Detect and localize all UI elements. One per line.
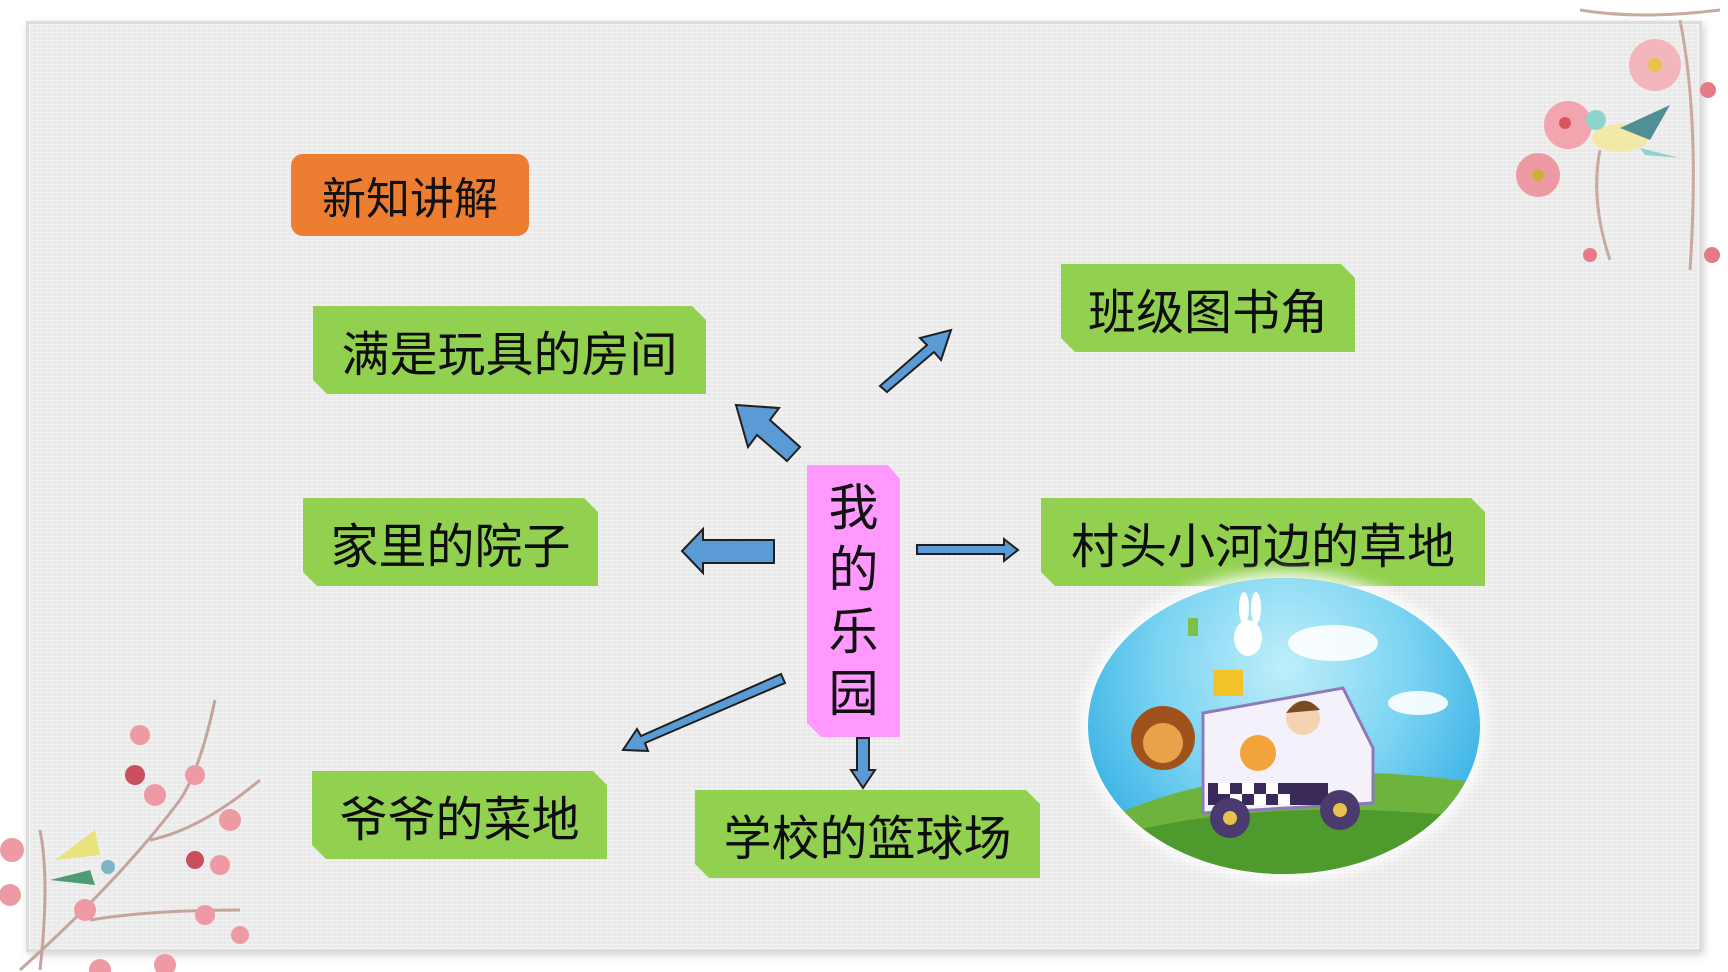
arrow-lower-left-icon bbox=[621, 672, 787, 753]
arrow-right-icon bbox=[916, 536, 1020, 564]
arrow-upper-right-icon bbox=[878, 328, 953, 394]
center-topic: 我 的 乐 园 bbox=[807, 465, 900, 737]
branch-school-basketball-court: 学校的篮球场 bbox=[695, 790, 1040, 878]
arrow-down-icon bbox=[849, 737, 877, 790]
branch-grandpa-vegetable-garden: 爷爷的菜地 bbox=[312, 771, 607, 859]
arrow-upper-left-icon bbox=[734, 403, 802, 463]
cartoon-car-illustration bbox=[1088, 578, 1480, 874]
branch-class-book-corner: 班级图书角 bbox=[1061, 264, 1355, 352]
branch-toy-room: 满是玩具的房间 bbox=[313, 306, 706, 394]
branch-home-yard: 家里的院子 bbox=[303, 498, 598, 586]
blossom-branch-top-right-icon bbox=[1516, 8, 1721, 271]
section-tag-label: 新知讲解 bbox=[322, 174, 498, 225]
branch-riverside-grass: 村头小河边的草地 bbox=[1041, 498, 1485, 586]
arrow-left-icon bbox=[680, 526, 775, 576]
blossom-branch-bottom-left-icon bbox=[0, 699, 261, 972]
section-tag: 新知讲解 bbox=[291, 154, 529, 236]
cartoon-car-icon bbox=[1088, 592, 1480, 874]
